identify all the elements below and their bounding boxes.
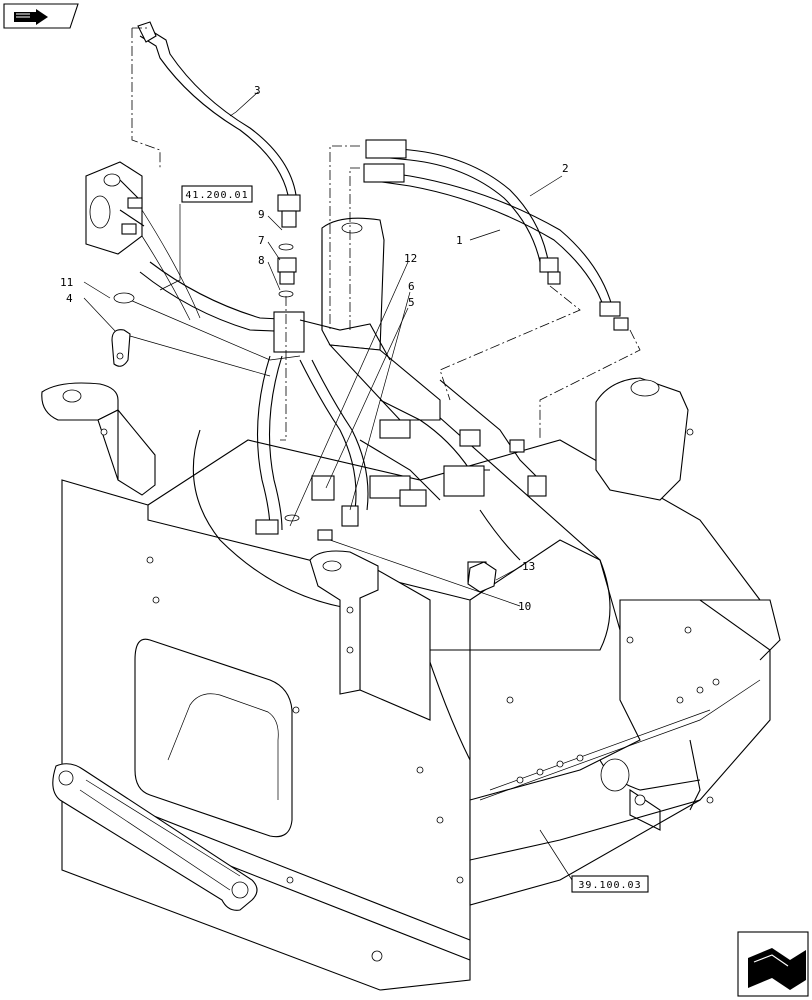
hose-3	[137, 21, 301, 228]
lift-arm	[52, 763, 258, 911]
rail-bolts	[516, 678, 720, 806]
callout-6: 6	[408, 280, 415, 293]
valve-block	[85, 161, 201, 321]
callout-13: 13	[522, 560, 535, 573]
center-tower	[321, 217, 441, 421]
callout-numbers: 3 2 1 9 7 8 11 4 12 6 5 13 10	[60, 84, 569, 613]
left-tower	[41, 382, 156, 496]
callout-3: 3	[254, 84, 261, 97]
callout-1: 1	[456, 234, 463, 247]
reference-label: 39.100.03	[578, 880, 641, 891]
reference-box-top[interactable]: 41.200.01	[181, 185, 253, 203]
callout-7: 7	[258, 234, 265, 247]
right-tower	[595, 377, 694, 501]
callout-2: 2	[562, 162, 569, 175]
callout-5: 5	[408, 296, 415, 309]
book-arrow-icon	[14, 9, 48, 25]
callout-leaders	[83, 91, 573, 881]
prev-page-button[interactable]	[3, 3, 79, 29]
callout-9: 9	[258, 208, 265, 221]
callout-4: 4	[66, 292, 73, 305]
reference-label: 41.200.01	[185, 190, 248, 201]
reference-box-bottom[interactable]: 39.100.03	[571, 875, 649, 893]
lower-hoses	[139, 261, 547, 583]
nut-13	[467, 561, 497, 593]
clip-11	[113, 292, 135, 304]
fitting-stack	[277, 243, 297, 298]
center-mount-plate	[309, 550, 379, 695]
hose-2	[363, 163, 629, 331]
callout-8: 8	[258, 254, 265, 267]
next-page-button[interactable]	[737, 931, 809, 997]
callout-12: 12	[404, 252, 417, 265]
loader-frame	[61, 399, 781, 991]
callout-11: 11	[60, 276, 73, 289]
page-forward-arrow-icon	[748, 948, 806, 990]
clamp-4	[111, 329, 131, 367]
hose-1	[365, 139, 561, 285]
dashed-reference-lines	[131, 27, 641, 441]
callout-10: 10	[518, 600, 531, 613]
